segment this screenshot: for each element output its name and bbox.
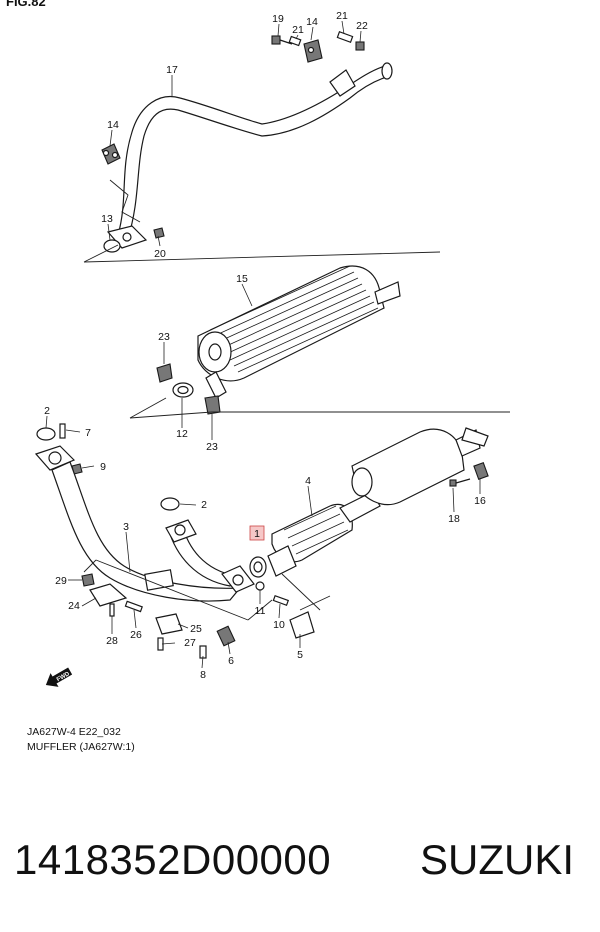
callout-labels: 19 14 21 21 22 17 14 13 20 15 23 12 23 2… (44, 10, 486, 681)
callout-4: 4 (305, 475, 311, 487)
leader-lines (45, 20, 481, 669)
callout-16: 16 (474, 495, 486, 507)
callout-15: 15 (236, 273, 248, 285)
figure-label: FIG.82 (6, 0, 46, 9)
callout-28: 28 (106, 635, 118, 647)
front-pipe-assembly (34, 423, 255, 602)
callout-23: 23 (206, 441, 218, 453)
callout-29: 29 (55, 575, 67, 587)
callout-24: 24 (68, 600, 80, 612)
part-number: 1418352D00000 (14, 836, 332, 883)
brand-name: SUZUKI (420, 836, 575, 883)
callout-6: 6 (228, 655, 234, 667)
callout-3: 3 (123, 521, 129, 533)
callout-21: 21 (292, 24, 304, 36)
callout-23: 23 (158, 331, 170, 343)
callout-2: 2 (201, 499, 207, 511)
callout-19: 19 (272, 13, 284, 25)
callout-14: 14 (306, 16, 318, 28)
forward-arrow-icon: FWD (45, 667, 73, 687)
callout-26: 26 (130, 629, 142, 641)
product-footer (0, 780, 600, 932)
callout-22: 22 (356, 20, 368, 32)
callout-17: 17 (166, 64, 178, 76)
callout-14: 14 (107, 119, 119, 131)
diagram-caption: JA627W-4 E22_032 MUFFLER (JA627W:1) (27, 725, 135, 755)
callout-20: 20 (154, 248, 166, 260)
tail-pipe-assembly (101, 31, 393, 253)
callout-18: 18 (448, 513, 460, 525)
callout-27: 27 (184, 637, 196, 649)
diagram-title: MUFFLER (JA627W:1) (27, 741, 135, 753)
catalytic-converter (249, 491, 381, 578)
callout-5: 5 (297, 649, 303, 661)
center-muffler (351, 427, 489, 506)
diagram-code: JA627W-4 E22_032 (27, 726, 121, 738)
callout-10: 10 (273, 619, 285, 631)
callout-1: 1 (254, 528, 260, 540)
main-muffler (156, 265, 401, 415)
callout-25: 25 (190, 623, 202, 635)
callout-9: 9 (100, 461, 106, 473)
exhaust-system-diagram: 19 14 21 21 22 17 14 13 20 15 23 12 23 2… (34, 10, 510, 687)
callout-11: 11 (255, 605, 266, 617)
callout-8: 8 (200, 669, 206, 681)
callout-7: 7 (85, 427, 91, 439)
callout-12: 12 (176, 428, 188, 440)
callout-2: 2 (44, 405, 50, 417)
callout-13: 13 (101, 213, 113, 225)
callout-21: 21 (336, 10, 348, 22)
